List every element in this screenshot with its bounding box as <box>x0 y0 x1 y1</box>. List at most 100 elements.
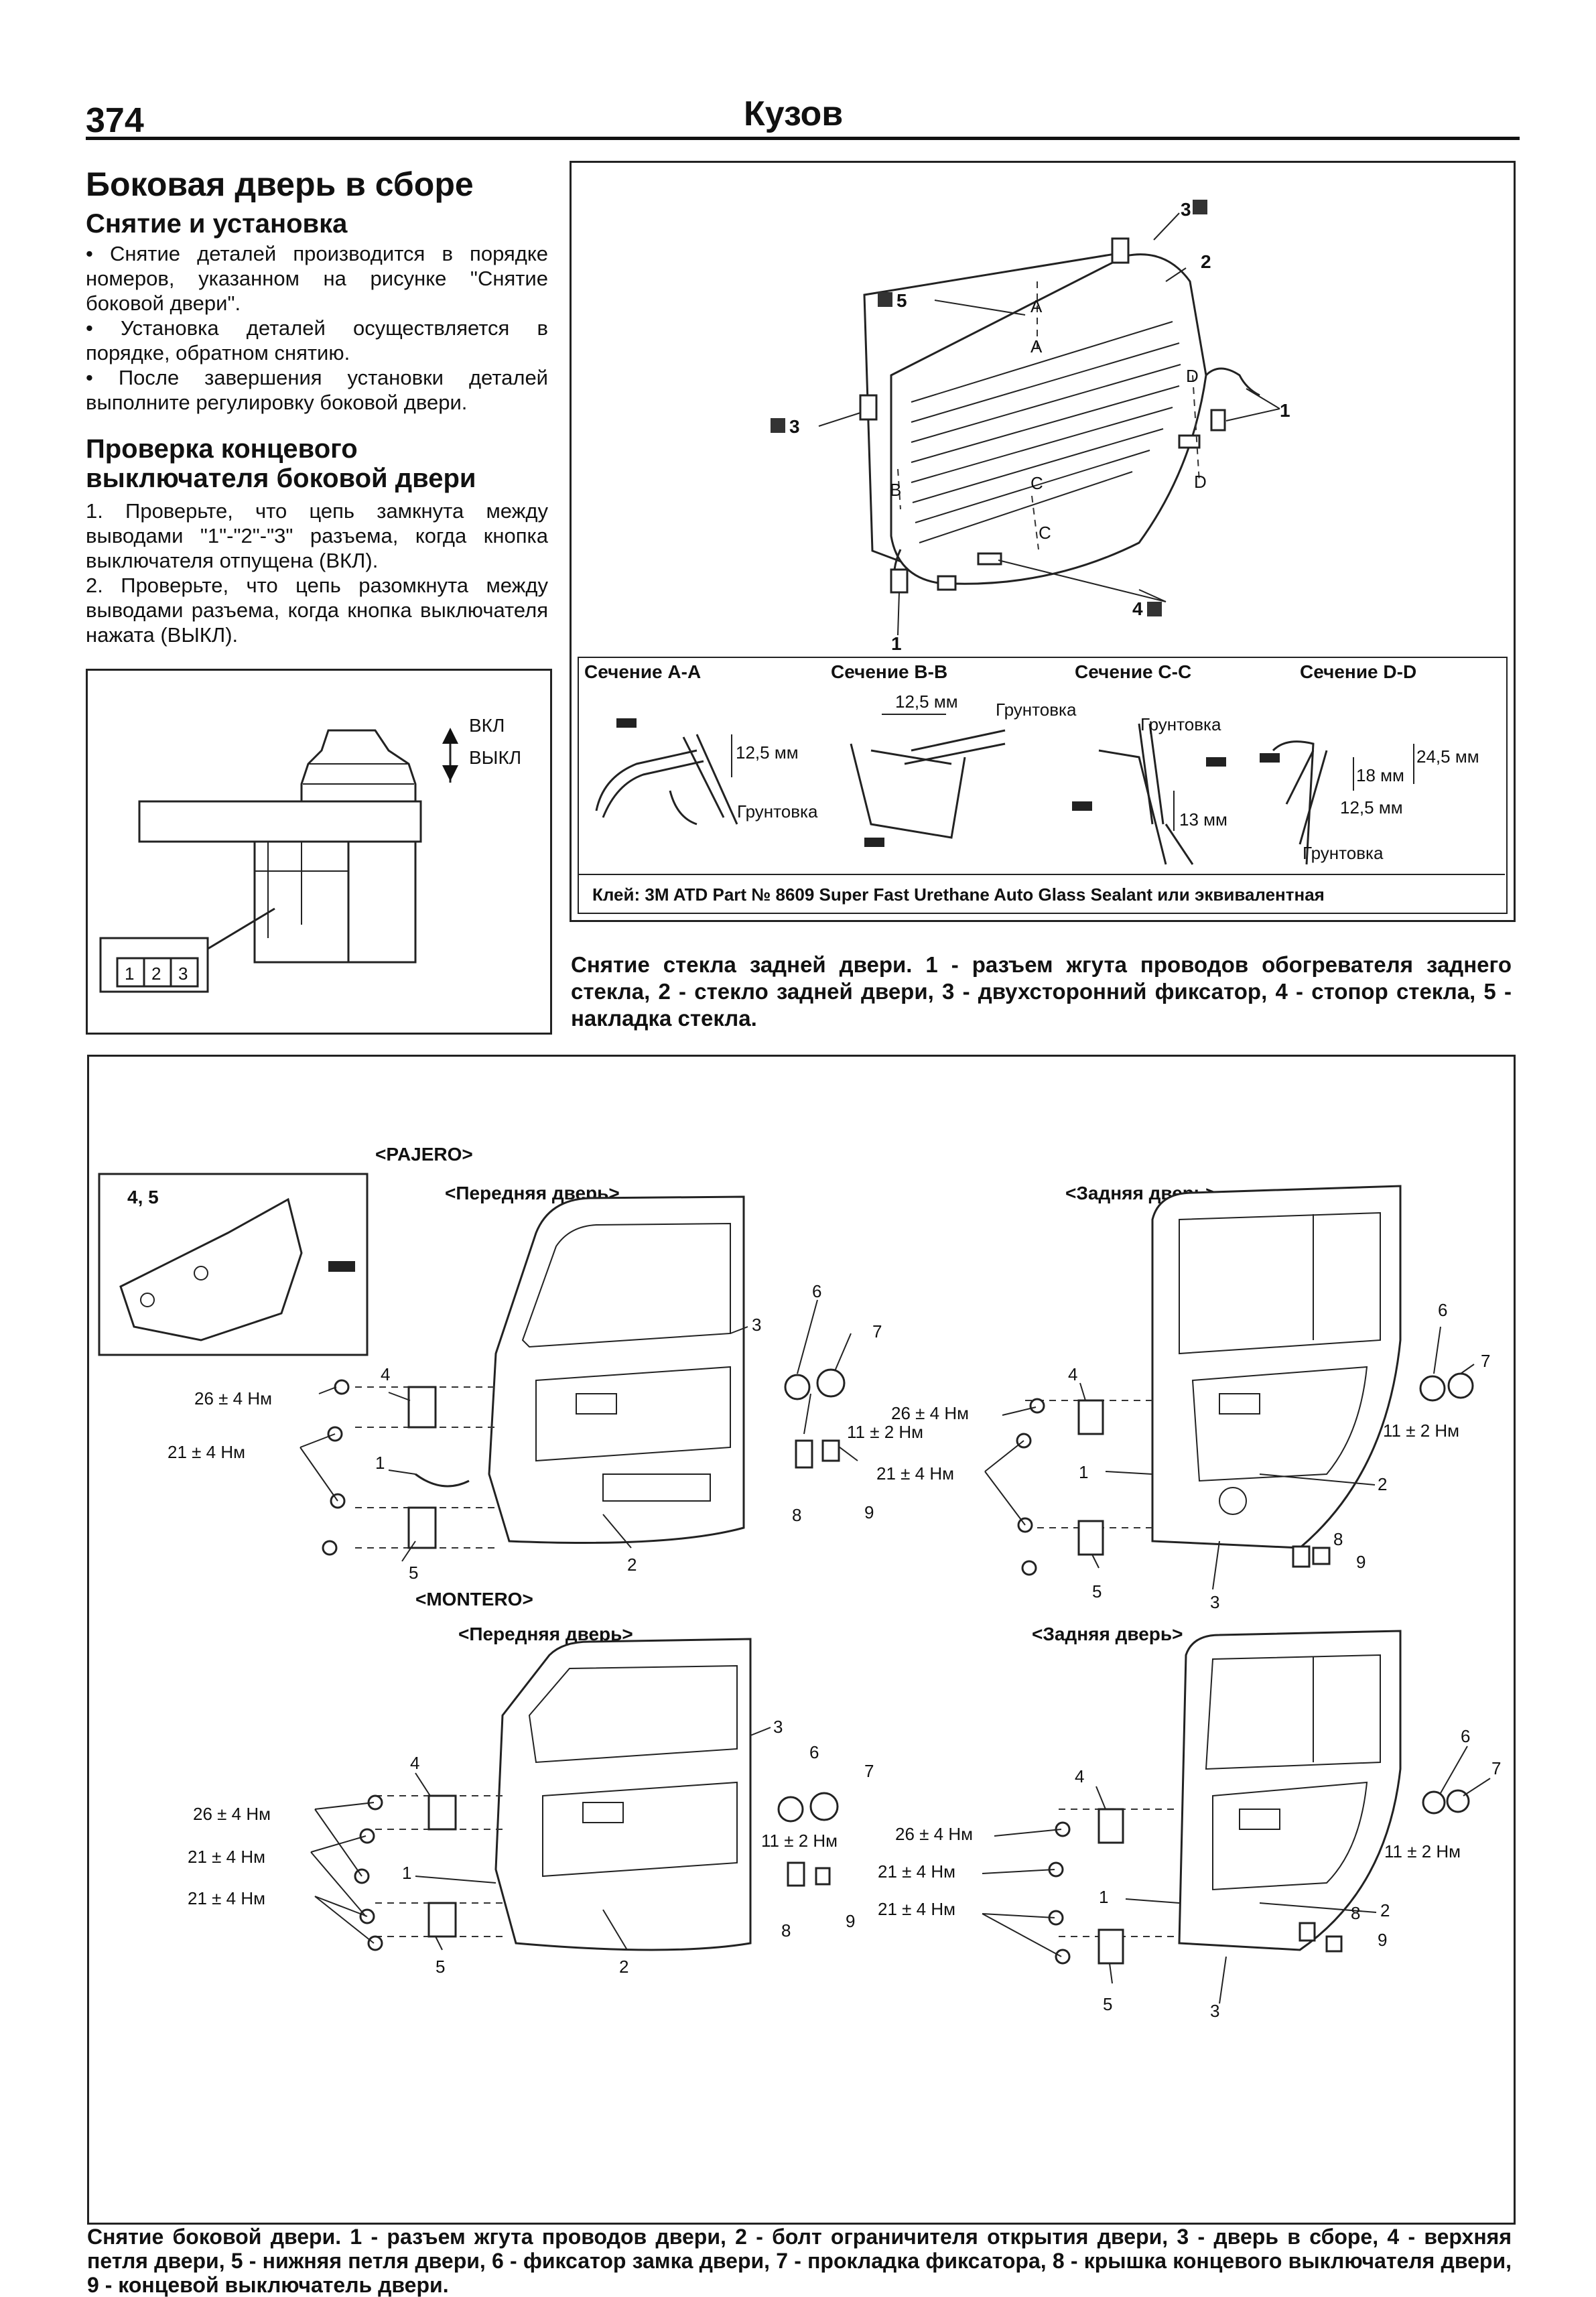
sections-divider <box>578 874 1505 875</box>
num-9-pr: 9 <box>1356 1552 1366 1572</box>
gasket-icon <box>1193 200 1207 214</box>
marker-d2: D <box>1194 472 1207 492</box>
num-4-mf: 4 <box>410 1753 419 1773</box>
section-aa: Сечение A-A <box>584 661 701 682</box>
label-montero: <MONTERO> <box>415 1589 533 1610</box>
dim-dd-1: 24,5 мм <box>1416 746 1479 767</box>
gasket-icon <box>1147 602 1162 616</box>
callout-2: 2 <box>1201 251 1211 272</box>
glue-note: Клей: 3M ATD Part № 8609 Super Fast Uret… <box>592 884 1325 905</box>
marker-d1: D <box>1186 366 1199 386</box>
torque-21-pr: 21 ± 4 Нм <box>876 1463 954 1484</box>
callout-5: 5 <box>896 290 907 311</box>
gasket-icon <box>771 418 785 433</box>
header-rule <box>86 137 1520 140</box>
num-5-mf: 5 <box>436 1957 445 1977</box>
num-3-mf: 3 <box>773 1717 783 1737</box>
callout-4: 4 <box>1132 598 1143 619</box>
dim-bb: 12,5 мм <box>895 692 958 712</box>
torque-21-mf-b: 21 ± 4 Нм <box>188 1888 265 1908</box>
dim-dd-3: 12,5 мм <box>1340 797 1403 817</box>
label-off: ВЫКЛ <box>469 747 521 768</box>
num-6-mr: 6 <box>1461 1726 1470 1746</box>
primer-dd: Грунтовка <box>1303 843 1384 863</box>
switch-bracket <box>138 800 422 843</box>
callout-1-right: 1 <box>1280 400 1290 421</box>
num-9-pf: 9 <box>864 1502 874 1522</box>
num-6-pr: 6 <box>1438 1300 1447 1320</box>
subsection-switch-check: Проверка концевого выключателя боковой д… <box>86 434 476 493</box>
num-7-pr: 7 <box>1481 1351 1490 1371</box>
bullet-1: • Снятие деталей производится в порядке … <box>86 242 548 315</box>
rear-glass <box>890 253 1207 585</box>
num-8-mr: 8 <box>1351 1903 1360 1923</box>
glass-caption: Снятие стекла задней двери. 1 - разъем ж… <box>571 952 1512 1031</box>
gasket-icon <box>878 292 892 307</box>
torque-26-mf: 26 ± 4 Нм <box>193 1804 271 1824</box>
num-7-mf: 7 <box>864 1761 874 1781</box>
torque-21-mf-a: 21 ± 4 Нм <box>188 1847 265 1867</box>
num-5-mr: 5 <box>1103 1994 1112 2014</box>
primer-cc: Грунтовка <box>1140 714 1221 734</box>
torque-11-pf: 11 ± 2 Нм <box>847 1422 923 1442</box>
hinge-drawing <box>119 1197 303 1341</box>
num-9-mf: 9 <box>846 1911 855 1931</box>
arrow-up-icon <box>442 728 458 744</box>
dim-cc: 13 мм <box>1179 809 1227 830</box>
num-5-pf: 5 <box>409 1563 418 1583</box>
torque-11-mf: 11 ± 2 Нм <box>761 1831 838 1851</box>
num-5-pr: 5 <box>1092 1581 1102 1601</box>
num-6-pf: 6 <box>812 1281 821 1301</box>
dim-dd-2: 18 мм <box>1356 765 1404 785</box>
subsection-line-1: Проверка концевого <box>86 434 358 464</box>
marker-c2: C <box>1039 523 1051 543</box>
num-3-pf: 3 <box>752 1315 761 1335</box>
num-1-pf: 1 <box>375 1453 385 1473</box>
torque-11-mr: 11 ± 2 Нм <box>1384 1841 1461 1861</box>
marker-a2: A <box>1030 336 1043 356</box>
num-4-mr: 4 <box>1075 1766 1084 1786</box>
torque-11-pr: 11 ± 2 Нм <box>1383 1421 1459 1441</box>
num-8-pf: 8 <box>792 1505 801 1525</box>
montero-front-door <box>494 1638 752 1951</box>
torque-21-mr-b: 21 ± 4 Нм <box>878 1899 955 1919</box>
montero-rear-door <box>1178 1630 1402 1951</box>
num-2-mf: 2 <box>619 1957 628 1977</box>
step-2: 2. Проверьте, что цепь разомкнута между … <box>86 574 548 647</box>
page-number: 374 <box>86 101 144 140</box>
pin-3: 3 <box>178 964 188 984</box>
num-2-mr: 2 <box>1380 1900 1390 1920</box>
callout-3-left: 3 <box>789 416 800 437</box>
num-2-pr: 2 <box>1378 1474 1387 1494</box>
arrow-down-icon <box>442 765 458 781</box>
num-1-mf: 1 <box>402 1863 411 1883</box>
marker-b: B <box>890 480 901 500</box>
pin-1: 1 <box>125 964 134 984</box>
torque-26-mr: 26 ± 4 Нм <box>895 1824 973 1844</box>
num-8-mf: 8 <box>781 1920 791 1941</box>
num-1-mr: 1 <box>1099 1887 1108 1907</box>
primer-bb: Грунтовка <box>996 700 1077 720</box>
label-on: ВКЛ <box>469 715 505 736</box>
marker-c1: C <box>1030 473 1043 493</box>
callout-3-top: 3 <box>1181 199 1191 220</box>
step-1: 1. Проверьте, что цепь замкнута между вы… <box>86 499 548 572</box>
num-2-pf: 2 <box>627 1555 637 1575</box>
num-1-pr: 1 <box>1079 1462 1088 1482</box>
sections-panel <box>578 657 1508 914</box>
pajero-front-door <box>488 1195 745 1544</box>
label-montero-rear: <Задняя дверь> <box>1032 1624 1183 1644</box>
torque-21-pf: 21 ± 4 Нм <box>168 1442 245 1462</box>
label-pajero: <PAJERO> <box>375 1144 473 1165</box>
removal-bullets: • Снятие деталей производится в порядке … <box>86 241 548 415</box>
num-7-pf: 7 <box>872 1321 882 1341</box>
door-caption: Снятие боковой двери. 1 - разъем жгута п… <box>87 2225 1512 2297</box>
bullet-2: • Установка деталей осуществляется в пор… <box>86 316 548 365</box>
section-cc: Сечение C-C <box>1075 661 1191 682</box>
section-bb: Сечение B-B <box>831 661 947 682</box>
num-6-mf: 6 <box>809 1742 819 1762</box>
pin-2: 2 <box>151 964 161 984</box>
